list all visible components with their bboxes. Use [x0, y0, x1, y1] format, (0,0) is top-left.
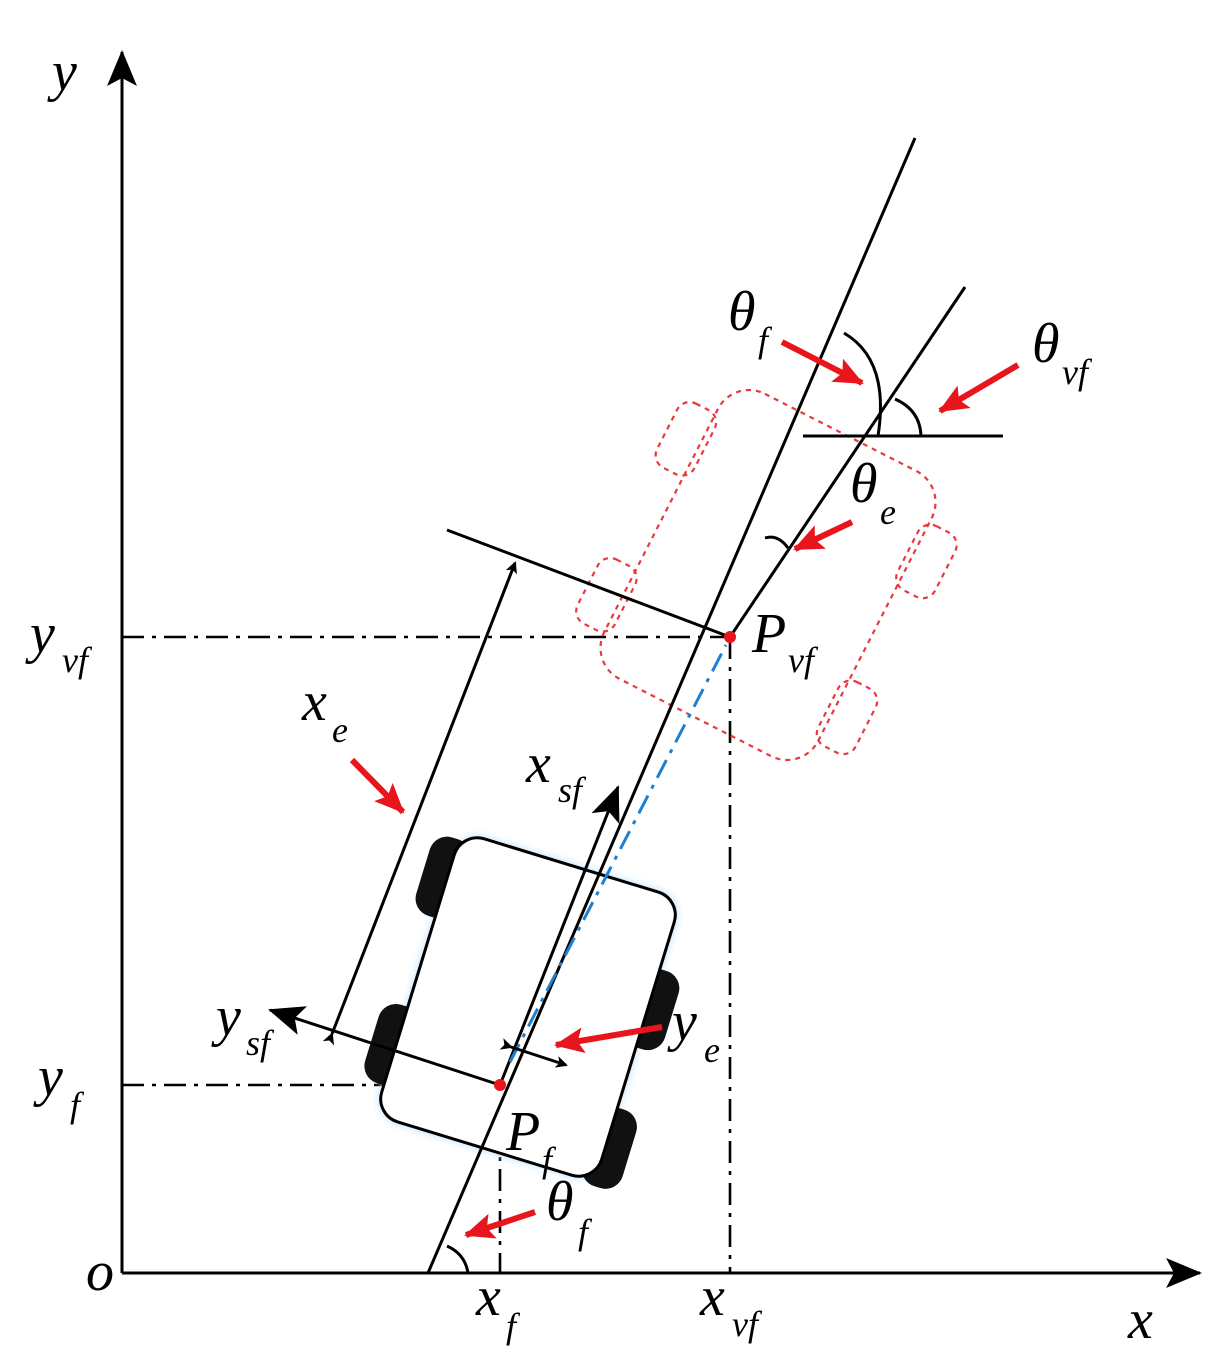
theta-e-arc	[764, 535, 790, 549]
labels: y x o θ f θ vf θ e P vf y vf x e x sf	[25, 41, 1153, 1351]
ghost-wheel	[654, 400, 718, 477]
p-f-point	[494, 1079, 506, 1091]
angle-arcs	[446, 331, 923, 1274]
theta-f-top-label: θ f	[728, 281, 773, 360]
svg-text:f: f	[578, 1212, 593, 1252]
theta-e-label: θ e	[850, 453, 896, 532]
theta-vf-arc	[894, 397, 923, 437]
svg-text:e: e	[704, 1030, 720, 1070]
svg-text:vf: vf	[1062, 352, 1093, 392]
svg-text:y: y	[33, 1046, 63, 1108]
normal-line-at-p-vf	[446, 528, 731, 639]
svg-text:vf: vf	[62, 640, 93, 680]
ghost-vehicle	[575, 388, 958, 762]
ghost-wheel	[895, 523, 958, 600]
y-axis-label: y	[47, 41, 77, 103]
x-e-label: x e	[301, 671, 348, 750]
heading-lines	[426, 137, 1003, 1274]
p-f-label: P f	[505, 1101, 557, 1180]
ghost-wheel	[575, 556, 638, 633]
svg-text:x: x	[301, 671, 327, 733]
svg-text:e: e	[880, 492, 896, 532]
svg-text:y: y	[211, 986, 241, 1048]
theta-f-heading-line	[426, 137, 917, 1274]
theta-f-top-arrow	[780, 339, 864, 386]
theta-f-bottom-arrow	[464, 1209, 536, 1239]
x-vf-label: x vf	[699, 1266, 763, 1344]
svg-text:y: y	[25, 603, 55, 665]
x-sf-label: x sf	[525, 733, 587, 810]
svg-text:θ: θ	[1032, 313, 1060, 375]
svg-text:x: x	[525, 733, 551, 795]
y-sf-axis	[268, 1006, 501, 1087]
p-vf-label: P vf	[751, 603, 819, 680]
y-e-arrow	[554, 1024, 663, 1054]
svg-text:sf: sf	[246, 1023, 275, 1063]
y-e-label: y e	[667, 991, 720, 1070]
svg-text:f: f	[506, 1306, 521, 1346]
svg-text:θ: θ	[728, 281, 756, 343]
theta-vf-heading-line	[728, 286, 967, 638]
svg-text:f: f	[70, 1085, 85, 1125]
svg-text:vf: vf	[788, 640, 819, 680]
x-f-label: x f	[475, 1266, 521, 1346]
svg-text:θ: θ	[546, 1171, 574, 1233]
svg-text:x: x	[699, 1266, 725, 1328]
svg-text:x: x	[475, 1266, 501, 1328]
svg-text:P: P	[505, 1101, 540, 1163]
y-vf-label: y vf	[25, 603, 93, 680]
x-e-arrow	[349, 757, 406, 815]
vehicle-frame	[268, 528, 731, 1087]
theta-f-top-arc	[843, 331, 882, 437]
svg-text:P: P	[751, 603, 786, 665]
y-f-label: y f	[33, 1046, 85, 1125]
theta-vf-label: θ vf	[1032, 313, 1093, 392]
svg-text:e: e	[332, 710, 348, 750]
y-e-dimension	[499, 1038, 568, 1068]
origin-label: o	[86, 1241, 114, 1303]
x-e-dimension	[322, 561, 517, 1046]
svg-text:sf: sf	[558, 770, 587, 810]
axes	[107, 50, 1202, 1288]
theta-f-bottom-label: θ f	[546, 1171, 593, 1252]
theta-e-arrow	[793, 519, 854, 552]
annotation-arrows	[349, 339, 1020, 1239]
x-axis-label: x	[1127, 1289, 1153, 1351]
svg-text:f: f	[758, 320, 773, 360]
p-vf-point	[724, 631, 736, 643]
x-sf-axis	[498, 785, 620, 1086]
theta-f-bottom-arc	[446, 1244, 470, 1274]
y-sf-label: y sf	[211, 986, 275, 1063]
svg-text:θ: θ	[850, 453, 878, 515]
ghost-wheel	[815, 679, 879, 756]
svg-text:y: y	[667, 991, 697, 1053]
svg-text:vf: vf	[732, 1304, 763, 1344]
tracking-path	[508, 644, 728, 1063]
theta-vf-arrow	[938, 362, 1020, 414]
